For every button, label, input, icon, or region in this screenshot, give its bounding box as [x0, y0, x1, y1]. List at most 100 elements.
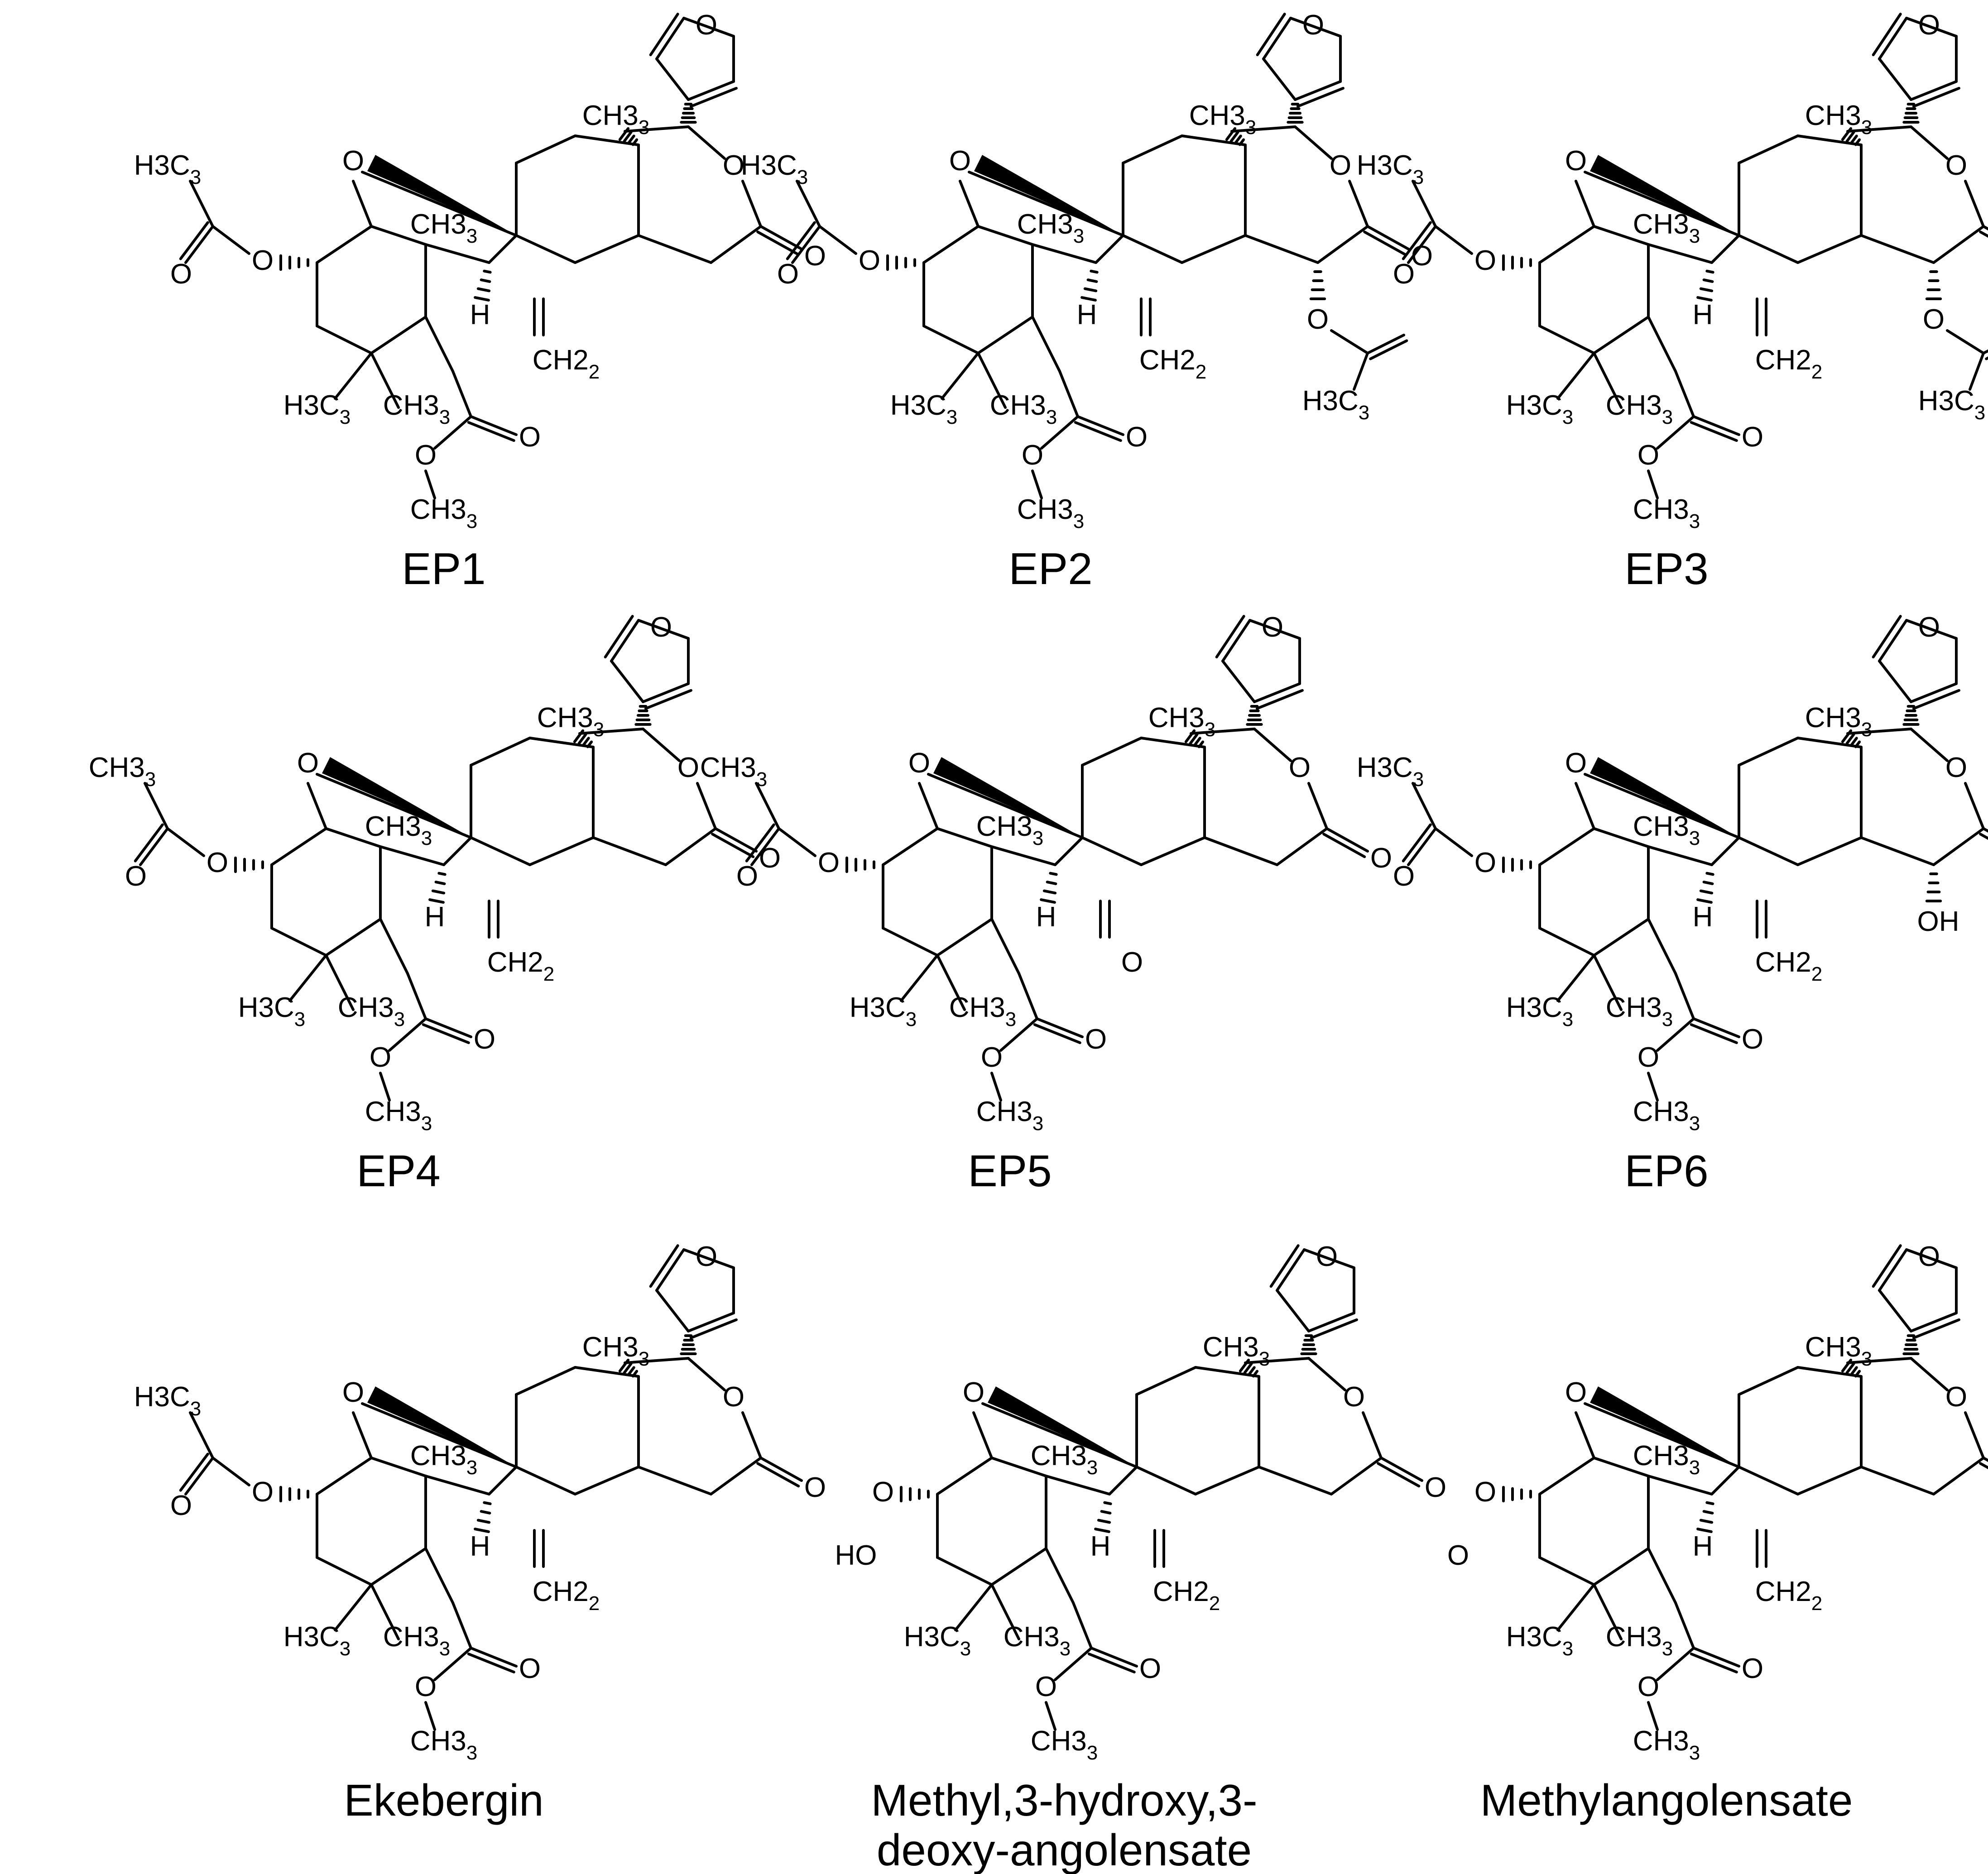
- structure-6: OOOCH33OCH33HCH22H3C3CH33OOCH33OOH3C3OHE…: [1357, 612, 1988, 1196]
- structure-9: OOOCH33OCH33HCH22H3C3CH33OOCH33OOMethyla…: [1447, 1241, 1988, 1825]
- methoxy-oxygen-label: O: [1637, 1671, 1659, 1702]
- methoxy-carbon-label: CH33: [1633, 1096, 1700, 1135]
- ester-carbonyl-label: O: [1742, 1024, 1763, 1055]
- furan-oxygen-label: O: [650, 612, 672, 643]
- hydrogen-label: H: [1693, 299, 1713, 331]
- ester-oxygen-label: O: [859, 245, 880, 276]
- ester-carbonyl-label: O: [1126, 422, 1148, 453]
- hydrogen-label: H: [470, 1531, 490, 1562]
- acyl-methyl-label: H3C3: [134, 1381, 202, 1420]
- methyl-top-label: CH33: [582, 100, 650, 139]
- acyl-carbonyl-label: O: [170, 259, 192, 290]
- methyl-top-label: CH33: [537, 702, 605, 741]
- hydroxyl-label: OH: [1917, 906, 1959, 937]
- lactone-oxygen-label: O: [1945, 150, 1967, 181]
- methyl-mid-label: CH33: [976, 811, 1044, 849]
- methyl-right-label: CH33: [949, 992, 1017, 1030]
- bold-bridge-bond: [367, 155, 516, 235]
- ester-oxygen-label: O: [1474, 847, 1496, 878]
- methyl-mid-label: CH33: [1633, 1440, 1700, 1479]
- methoxy-carbon-label: CH33: [365, 1096, 432, 1135]
- methyl-mid-label: CH33: [410, 209, 478, 247]
- ester-carbonyl-label: O: [474, 1024, 495, 1055]
- methyl-mid-label: CH33: [365, 811, 432, 849]
- lactone-oxygen-label: O: [1945, 752, 1967, 783]
- methoxy-carbon-label: CH33: [1633, 1725, 1700, 1764]
- acyl-carbonyl-label: O: [125, 861, 147, 892]
- acyl-carbonyl-label: O: [736, 861, 758, 892]
- ester-oxygen-label: O: [818, 847, 840, 878]
- methyl-right-label: CH33: [1004, 1621, 1071, 1660]
- methyl-left-label: H3C3: [283, 390, 351, 428]
- lactone-carbonyl-label: O: [759, 843, 781, 874]
- ester-oxygen-label: O: [1474, 245, 1496, 276]
- furan-oxygen-label: O: [1316, 1241, 1338, 1272]
- methyl-mid-label: CH33: [410, 1440, 478, 1479]
- methyl-top-label: CH33: [1189, 100, 1257, 139]
- methyl-mid-label: CH33: [1633, 209, 1700, 247]
- compound-caption: Methyl,3-hydroxy,3-: [871, 1775, 1257, 1825]
- furan-oxygen-label: O: [696, 1241, 717, 1272]
- methoxy-carbon-label: CH33: [976, 1096, 1044, 1135]
- bold-bridge-bond: [974, 155, 1123, 235]
- compound-caption: deoxy-angolensate: [877, 1825, 1252, 1874]
- methyl-left-label: H3C3: [1506, 390, 1574, 428]
- methoxy-oxygen-label: O: [415, 440, 437, 471]
- acetoxy-oxygen-label: O: [1307, 304, 1329, 335]
- hydrogen-label: H: [1077, 299, 1097, 331]
- acyl-carbonyl-label: O: [777, 259, 799, 290]
- methoxy-oxygen-label: O: [1035, 1671, 1057, 1702]
- ester-oxygen-label: O: [1474, 1476, 1496, 1508]
- bold-bridge-bond: [988, 1386, 1137, 1467]
- methyl-top-label: CH33: [582, 1332, 650, 1370]
- furan-oxygen-label: O: [696, 10, 717, 41]
- ester-carbonyl-label: O: [1085, 1024, 1107, 1055]
- epoxide-oxygen-label: O: [297, 748, 319, 779]
- lactone-oxygen-label: O: [1330, 150, 1351, 181]
- compound-caption: EP4: [356, 1146, 440, 1196]
- acyl-methyl-label: H3C3: [1357, 752, 1424, 791]
- acetoxy-methyl-label: H3C3: [1302, 385, 1370, 424]
- methyl-right-label: CH33: [990, 390, 1057, 428]
- bold-bridge-bond: [367, 1386, 516, 1467]
- epoxide-oxygen-label: O: [1565, 145, 1587, 177]
- methylene-label: CH22: [1153, 1576, 1220, 1615]
- compound-caption: Ekebergin: [344, 1775, 543, 1825]
- substituent-label: O: [1447, 1540, 1469, 1571]
- furan-oxygen-label: O: [1918, 612, 1940, 643]
- methoxy-carbon-label: CH33: [1031, 1725, 1098, 1764]
- methoxy-oxygen-label: O: [1637, 1042, 1659, 1073]
- methyl-mid-label: CH33: [1031, 1440, 1098, 1479]
- bold-bridge-bond: [1590, 1386, 1739, 1467]
- methyl-right-label: CH33: [1606, 992, 1673, 1030]
- furan-oxygen-label: O: [1918, 10, 1940, 41]
- methyl-left-label: H3C3: [1506, 992, 1574, 1030]
- methoxy-oxygen-label: O: [370, 1042, 391, 1073]
- methylene-label: O: [1121, 947, 1143, 978]
- methoxy-oxygen-label: O: [1637, 440, 1659, 471]
- methyl-right-label: CH33: [338, 992, 405, 1030]
- methyl-left-label: H3C3: [890, 390, 958, 428]
- acyl-methyl-label: CH33: [700, 752, 768, 791]
- methylene-label: CH22: [533, 1576, 600, 1615]
- bold-bridge-bond: [1590, 757, 1739, 838]
- methoxy-oxygen-label: O: [1022, 440, 1043, 471]
- methoxy-oxygen-label: O: [415, 1671, 437, 1702]
- structure-3: OOOCH33OCH33HCH22H3C3CH33OOCH33OOH3C3OH3…: [1357, 10, 1988, 594]
- methyl-right-label: CH33: [383, 1621, 451, 1660]
- methyl-right-label: CH33: [383, 390, 451, 428]
- ester-oxygen-label: O: [872, 1476, 894, 1508]
- lactone-oxygen-label: O: [723, 1381, 744, 1413]
- epoxide-oxygen-label: O: [963, 1377, 984, 1408]
- methyl-top-label: CH33: [1805, 100, 1873, 139]
- ester-oxygen-label: O: [252, 245, 274, 276]
- lactone-oxygen-label: O: [723, 150, 744, 181]
- compound-caption: EP3: [1624, 544, 1708, 594]
- methylene-label: CH22: [533, 345, 600, 383]
- methyl-top-label: CH33: [1203, 1332, 1270, 1370]
